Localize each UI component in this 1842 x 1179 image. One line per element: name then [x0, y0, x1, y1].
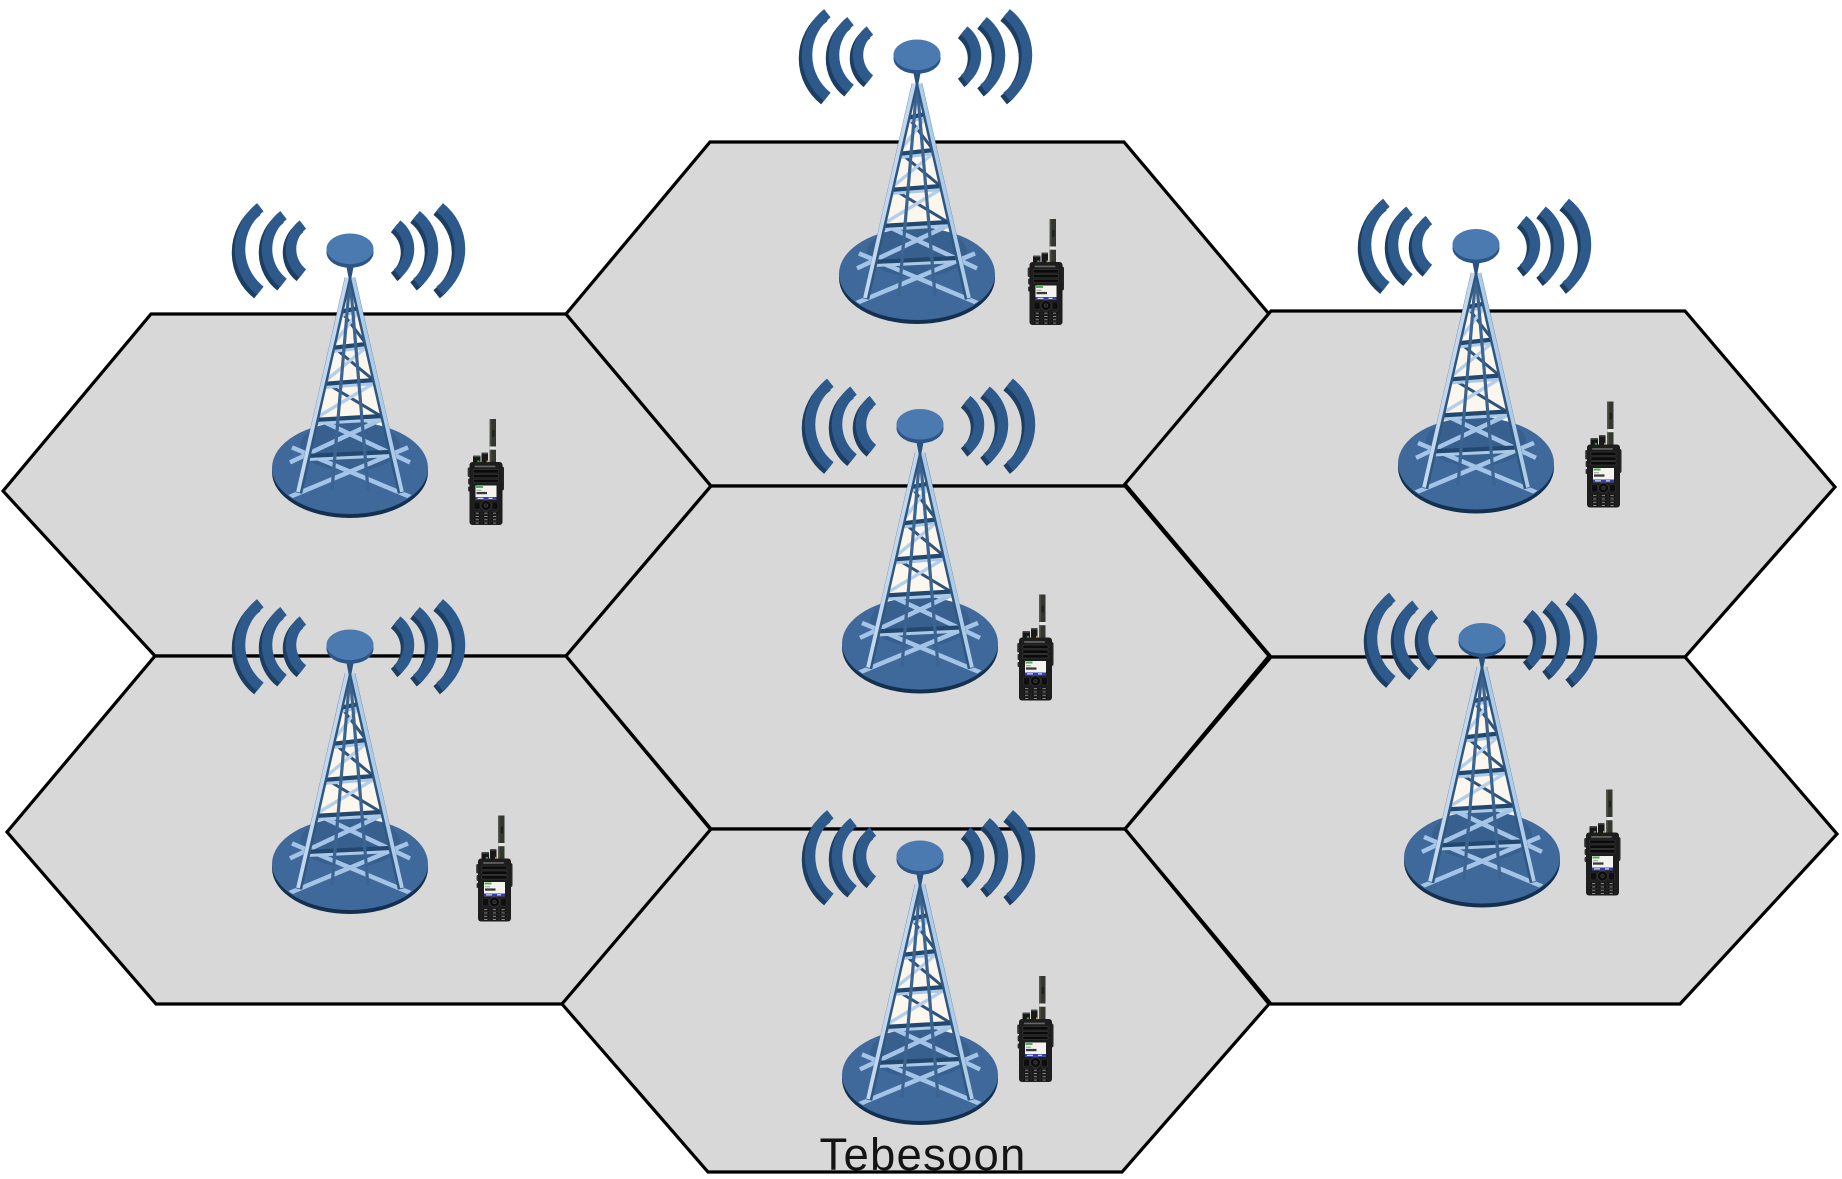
svg-text:Tebesoon: Tebesoon — [820, 1129, 1027, 1179]
